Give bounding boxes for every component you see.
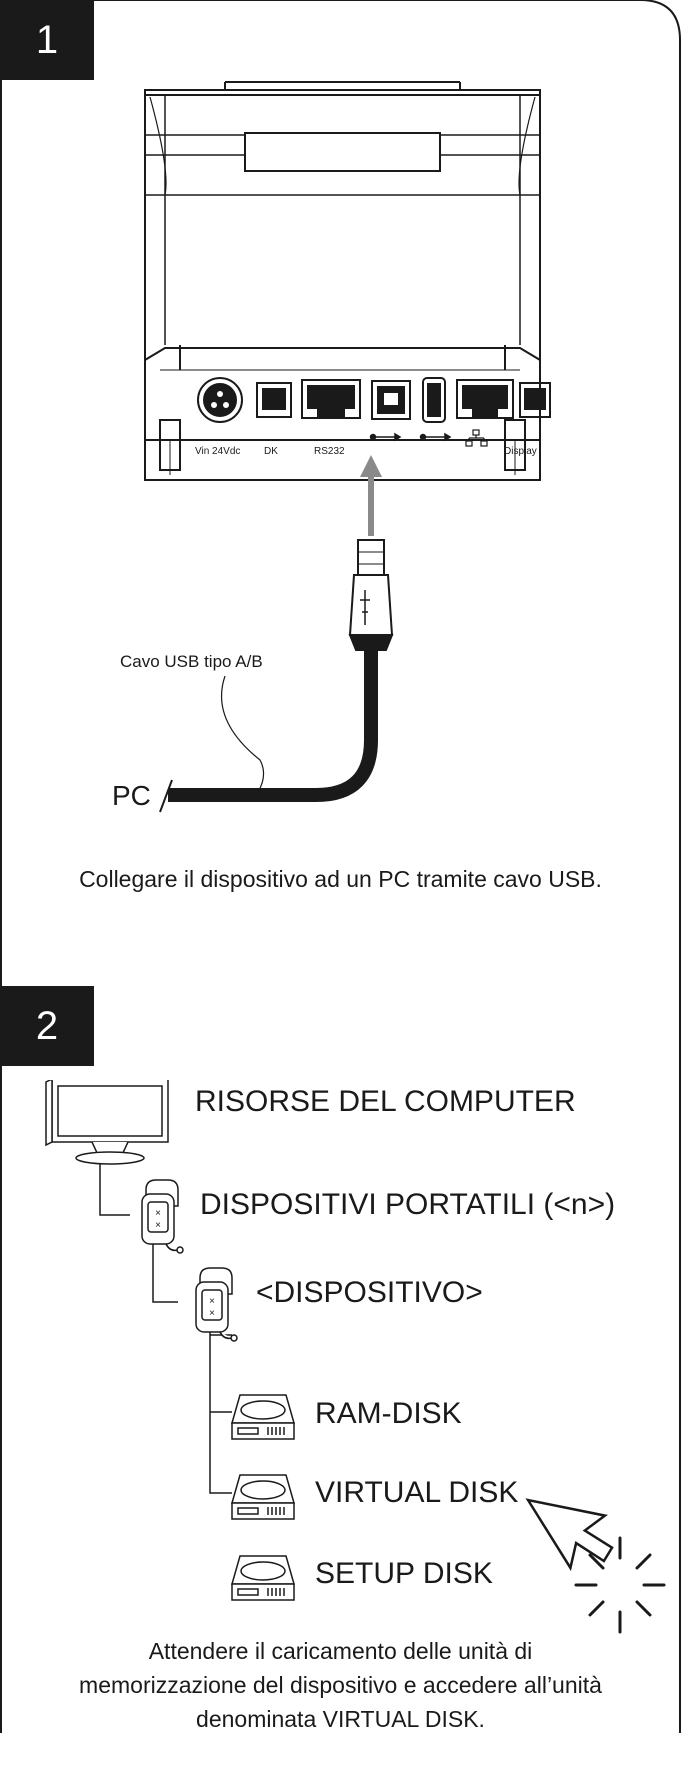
port-label-vin: Vin 24Vdc xyxy=(195,446,241,457)
svg-text:×: × xyxy=(209,1296,215,1307)
step-2-number: 2 xyxy=(35,1003,59,1048)
tree-connector-lines xyxy=(99,1155,232,1494)
tree-item-device: <DISPOSITIVO> xyxy=(256,1276,483,1309)
port-label-dk: DK xyxy=(264,446,278,457)
svg-text:×: × xyxy=(155,1208,161,1219)
step-2-caption-line-2: memorizzazione del dispositivo e acceder… xyxy=(79,1672,602,1698)
step-2-caption-line-3: denominata VIRTUAL DISK. xyxy=(196,1706,485,1732)
page-frame xyxy=(0,0,681,1733)
tree-item-ram-disk: RAM-DISK xyxy=(315,1397,462,1430)
step-1-number: 1 xyxy=(35,17,59,62)
device-icon: × × xyxy=(195,1267,238,1342)
tree-graphics: × × × × xyxy=(45,1080,666,1634)
step-2-badge: 2 xyxy=(0,986,94,1066)
setup-disk-icon xyxy=(231,1555,295,1601)
step-2-caption-line-1: Attendere il caricamento delle unità di xyxy=(148,1638,533,1664)
tree-item-virtual-disk: VIRTUAL DISK xyxy=(315,1476,519,1509)
tree-item-setup-disk: SETUP DISK xyxy=(315,1557,493,1590)
port-label-rs232: RS232 xyxy=(314,446,345,457)
ram-disk-icon xyxy=(231,1394,295,1440)
virtual-disk-icon xyxy=(231,1474,295,1520)
pc-label: PC xyxy=(112,780,151,811)
usb-cable xyxy=(168,650,378,802)
usb-b-plug xyxy=(348,539,394,651)
usb-symbol-1 xyxy=(369,432,402,442)
connect-arrow xyxy=(360,455,382,536)
cable-label: Cavo USB tipo A/B xyxy=(120,652,263,671)
click-burst-icon xyxy=(574,1536,666,1634)
tree-item-portable: DISPOSITIVI PORTATILI (<n>) xyxy=(200,1188,616,1221)
monitor-icon xyxy=(45,1080,169,1165)
lan-symbol xyxy=(465,429,488,447)
step-2-caption: Attendere il caricamento delle unità di … xyxy=(0,1634,681,1736)
step-1-caption: Collegare il dispositivo ad un PC tramit… xyxy=(79,866,602,892)
cable-label-leader xyxy=(221,675,265,793)
frame-outline xyxy=(0,0,681,1733)
port-label-display: Display xyxy=(504,446,537,457)
usb-symbol-2 xyxy=(419,432,452,442)
svg-text:×: × xyxy=(209,1308,215,1319)
printer-illustration xyxy=(144,81,551,813)
portable-device-icon: × × xyxy=(141,1179,184,1254)
mouse-cursor-icon xyxy=(525,1498,614,1572)
pc-break-mark xyxy=(159,779,173,813)
step-1-badge: 1 xyxy=(0,0,94,80)
port-panel xyxy=(144,345,551,475)
tree-item-computer: RISORSE DEL COMPUTER xyxy=(195,1085,576,1118)
svg-text:×: × xyxy=(155,1220,161,1231)
